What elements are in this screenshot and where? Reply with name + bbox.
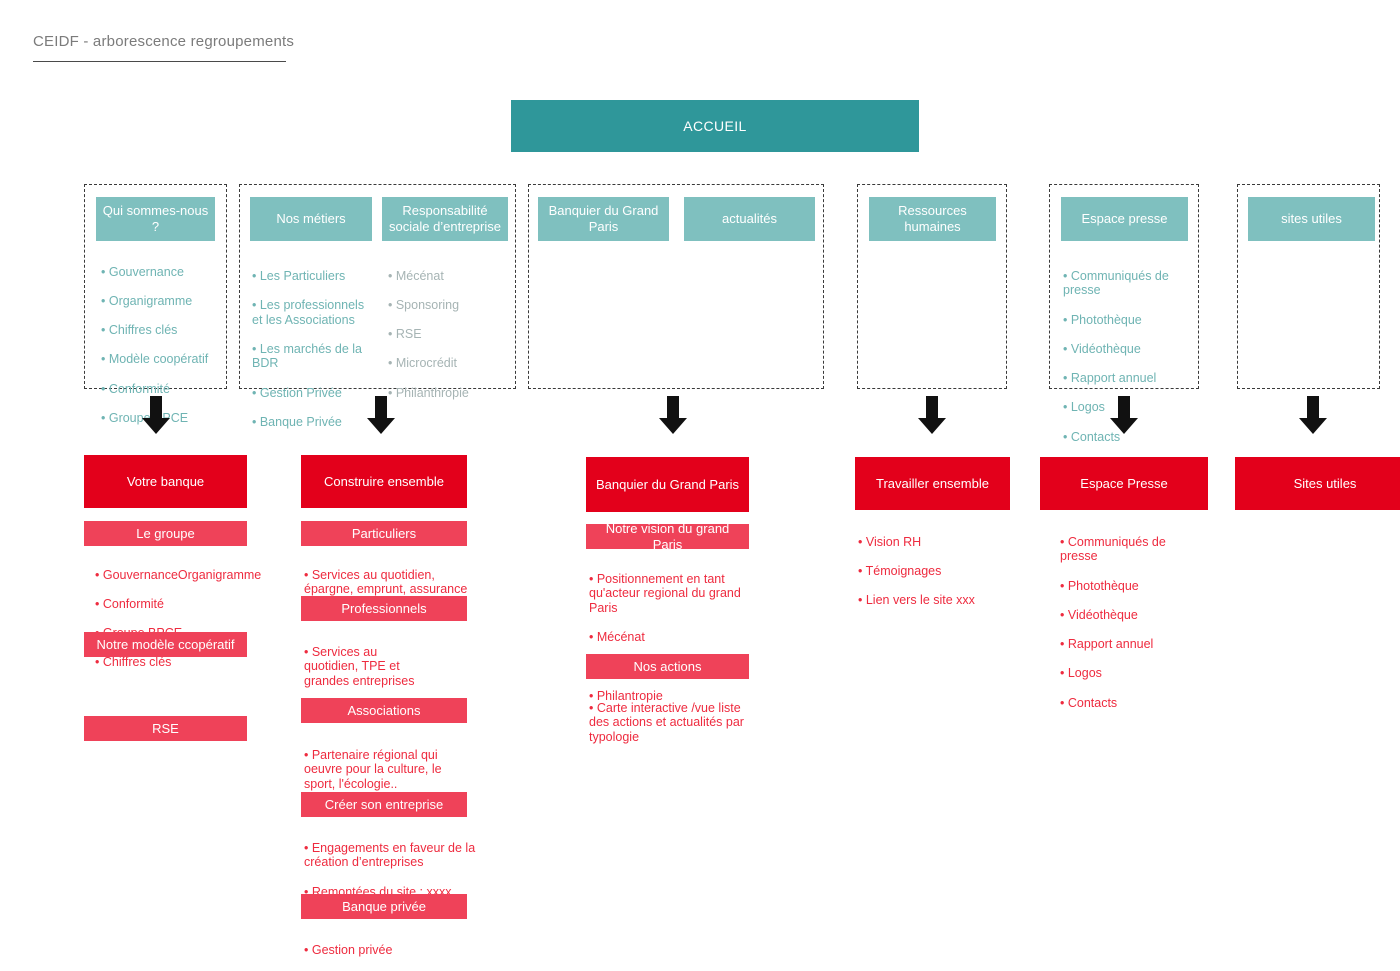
node-espace-presse[interactable]: Espace presse — [1061, 197, 1188, 241]
node-rse[interactable]: RSE — [84, 716, 247, 741]
list-item: • Témoignages — [858, 563, 942, 578]
list-item: • Gouvernance — [101, 264, 184, 279]
list-item: • Communiqués de presse — [1060, 534, 1166, 564]
node-banquier-du-grand-paris-cible[interactable]: Banquier du Grand Paris — [586, 457, 749, 512]
list-item: • Gestion privée — [304, 942, 393, 957]
node-actualites[interactable]: actualités — [684, 197, 815, 241]
node-responsabilite-sociale[interactable]: Responsabilité sociale d’entreprise — [382, 197, 508, 241]
list-item: • Mécénat — [589, 630, 645, 645]
node-notre-modele-cooperatif[interactable]: Notre modèle ccopératif — [84, 632, 247, 657]
group-qui-sommes-nous — [84, 184, 227, 389]
node-banque-privee[interactable]: Banque privée — [301, 894, 467, 919]
list-item: • Conformité — [101, 381, 170, 396]
node-creer-son-entreprise[interactable]: Créer son entreprise — [301, 792, 467, 817]
list-item: • Vidéothèque — [1063, 341, 1141, 356]
list-item: • Philantropie — [589, 688, 663, 703]
list-item: • Engagements en faveur de la création d… — [304, 840, 476, 870]
group-sites-utiles — [1237, 184, 1380, 389]
list-item: • Vidéothèque — [1060, 607, 1138, 622]
list-item: • Positionnement en tant qu'acteur regio… — [589, 571, 741, 615]
group-nos-metiers — [239, 184, 516, 389]
list-espace-presse-cible: • Communiqués de presse • Photothèque • … — [1060, 520, 1190, 725]
list-item: • Lien vers le site xxx — [858, 593, 975, 608]
list-item: • Contacts — [1060, 695, 1118, 710]
node-qui-sommes-nous[interactable]: Qui sommes-nous ? — [96, 197, 215, 241]
list-item: • Photothèque — [1063, 312, 1142, 327]
list-item: • Services au quotidien, épargne, emprun… — [304, 567, 468, 597]
title-divider — [33, 61, 286, 62]
node-notre-vision-du-grand-paris[interactable]: Notre vision du grand Paris — [586, 521, 749, 552]
list-item: • Sponsoring — [388, 297, 460, 312]
list-item: • Chiffres clés — [95, 655, 172, 670]
node-le-groupe[interactable]: Le groupe — [84, 521, 247, 546]
list-item: • Photothèque — [1060, 578, 1139, 593]
down-arrow-icon — [1107, 396, 1141, 434]
list-item: • Carte interactive /vue liste des actio… — [589, 700, 744, 744]
list-item: • Communiqués de presse — [1063, 268, 1169, 298]
list-item: • Logos — [1060, 666, 1102, 681]
list-item: • Les marchés de la BDR — [252, 341, 362, 371]
list-item: • RSE — [388, 327, 422, 342]
node-banquier-du-grand-paris[interactable]: Banquier du Grand Paris — [538, 197, 669, 241]
list-item: • Banque Privée — [252, 414, 342, 429]
node-particuliers[interactable]: Particuliers — [301, 521, 467, 546]
group-espace-presse — [1049, 184, 1199, 389]
node-ressources-humaines[interactable]: Ressources humaines — [869, 197, 996, 241]
list-item: • Services au quotidien, TPE et grandes … — [304, 644, 415, 688]
node-professionnels[interactable]: Professionnels — [301, 596, 467, 621]
down-arrow-icon — [1296, 396, 1330, 434]
down-arrow-icon — [364, 396, 398, 434]
down-arrow-icon — [656, 396, 690, 434]
list-item: • Modèle coopératif — [101, 352, 209, 367]
list-associations: • Partenaire régional qui oeuvre pour la… — [304, 733, 464, 806]
list-item: • Les Particuliers — [252, 268, 346, 283]
down-arrow-icon — [915, 396, 949, 434]
list-item: • Chiffres clés — [101, 323, 178, 338]
list-item: • Organigramme — [101, 293, 193, 308]
list-item: • Mécénat — [388, 268, 444, 283]
node-nos-metiers[interactable]: Nos métiers — [250, 197, 372, 241]
node-associations[interactable]: Associations — [301, 698, 467, 723]
list-item: • Microcrédit — [388, 356, 457, 371]
list-item: • Conformité — [95, 596, 164, 611]
node-votre-banque[interactable]: Votre banque — [84, 455, 247, 508]
list-particuliers: • Services au quotidien, épargne, emprun… — [304, 553, 480, 612]
list-le-groupe: • GouvernanceOrganigramme • Conformité •… — [95, 553, 275, 685]
list-espace-presse: • Communiqués de presse • Photothèque • … — [1063, 254, 1191, 459]
list-creer-son-entreprise: • Engagements en faveur de la création d… — [304, 826, 476, 914]
list-travailler-ensemble: • Vision RH • Témoignages • Lien vers le… — [858, 520, 1028, 622]
node-nos-actions[interactable]: Nos actions — [586, 654, 749, 679]
group-banquier-grand-paris — [528, 184, 824, 389]
list-item: • Gestion Privée — [252, 385, 342, 400]
list-qui-sommes-nous: • Gouvernance • Organigramme • Chiffres … — [101, 250, 226, 440]
list-item: • Contacts — [1063, 429, 1121, 444]
list-item: • Rapport annuel — [1063, 371, 1157, 385]
list-item: • Partenaire régional qui oeuvre pour la… — [304, 747, 442, 791]
node-accueil[interactable]: ACCUEIL — [511, 100, 919, 152]
node-construire-ensemble[interactable]: Construire ensemble — [301, 455, 467, 508]
list-item: • GouvernanceOrganigramme — [95, 567, 262, 582]
list-item: • Les professionnels et les Associations — [252, 297, 365, 327]
down-arrow-icon — [139, 396, 173, 434]
list-item: • Vision RH — [858, 534, 922, 549]
group-ressources-humaines — [857, 184, 1007, 389]
list-nos-actions: • Carte interactive /vue liste des actio… — [589, 686, 757, 759]
list-nos-metiers: • Les Particuliers • Les professionnels … — [252, 254, 374, 444]
node-sites-utiles[interactable]: sites utiles — [1248, 197, 1375, 241]
node-sites-utiles-cible[interactable]: Sites utiles — [1235, 457, 1400, 510]
page-title: CEIDF - arborescence regroupements — [33, 33, 295, 50]
list-item: • Rapport annuel — [1060, 637, 1154, 651]
list-item: • Philanthropie — [388, 385, 469, 400]
node-travailler-ensemble[interactable]: Travailler ensemble — [855, 457, 1010, 510]
list-responsabilite-sociale: • Mécénat • Sponsoring • RSE • Microcréd… — [388, 254, 508, 415]
node-espace-presse-cible[interactable]: Espace Presse — [1040, 457, 1208, 510]
list-item: • Logos — [1063, 400, 1105, 415]
list-banque-privee: • Gestion privée • Les marchés de la BDR… — [304, 928, 480, 971]
